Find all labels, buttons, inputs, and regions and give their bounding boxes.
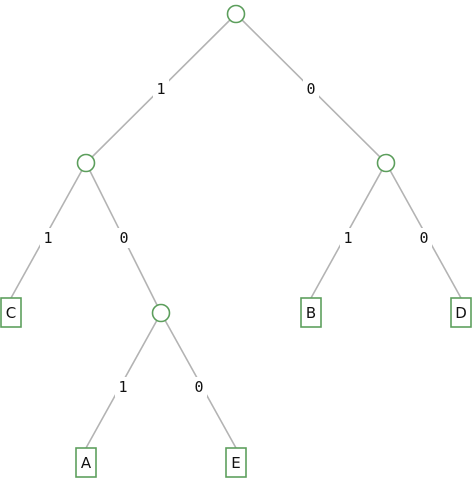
internal-node-left xyxy=(76,153,96,173)
edge-label-text: 1 xyxy=(156,80,165,98)
internal-nodes xyxy=(76,4,396,323)
leaf-label: D xyxy=(455,304,467,322)
edge-label-root-left: 1 xyxy=(153,79,169,99)
leaf-label: A xyxy=(81,454,92,472)
root-node xyxy=(226,4,246,24)
leaf-node-c: C xyxy=(0,297,22,328)
leaf-label: B xyxy=(306,304,316,322)
edge-label-text: 1 xyxy=(43,229,52,247)
leaf-nodes: C B D A E xyxy=(0,297,472,478)
edge-label-text: 1 xyxy=(343,229,352,247)
edge-label-right-d: 0 xyxy=(416,228,432,248)
edge-label-inner-a: 1 xyxy=(115,377,131,397)
edge-label-left-c: 1 xyxy=(40,228,56,248)
edge-labels: 1 0 1 0 1 0 1 0 xyxy=(40,79,432,397)
internal-node-right xyxy=(376,153,396,173)
leaf-node-e: E xyxy=(225,447,247,478)
leaf-label: E xyxy=(231,454,240,472)
edge-label-left-inner: 0 xyxy=(116,228,132,248)
edge-label-inner-e: 0 xyxy=(191,377,207,397)
edge-label-text: 0 xyxy=(306,80,315,98)
leaf-node-a: A xyxy=(75,447,97,478)
edge-label-text: 0 xyxy=(194,378,203,396)
edge-label-text: 1 xyxy=(118,378,127,396)
edge-label-text: 0 xyxy=(419,229,428,247)
edge-label-text: 0 xyxy=(119,229,128,247)
leaf-node-b: B xyxy=(300,297,322,328)
leaf-label: C xyxy=(6,304,16,322)
leaf-node-d: D xyxy=(450,297,472,328)
edge-label-root-right: 0 xyxy=(303,79,319,99)
internal-node-left-inner xyxy=(151,303,171,323)
edges xyxy=(10,13,462,449)
edge-label-right-b: 1 xyxy=(340,228,356,248)
